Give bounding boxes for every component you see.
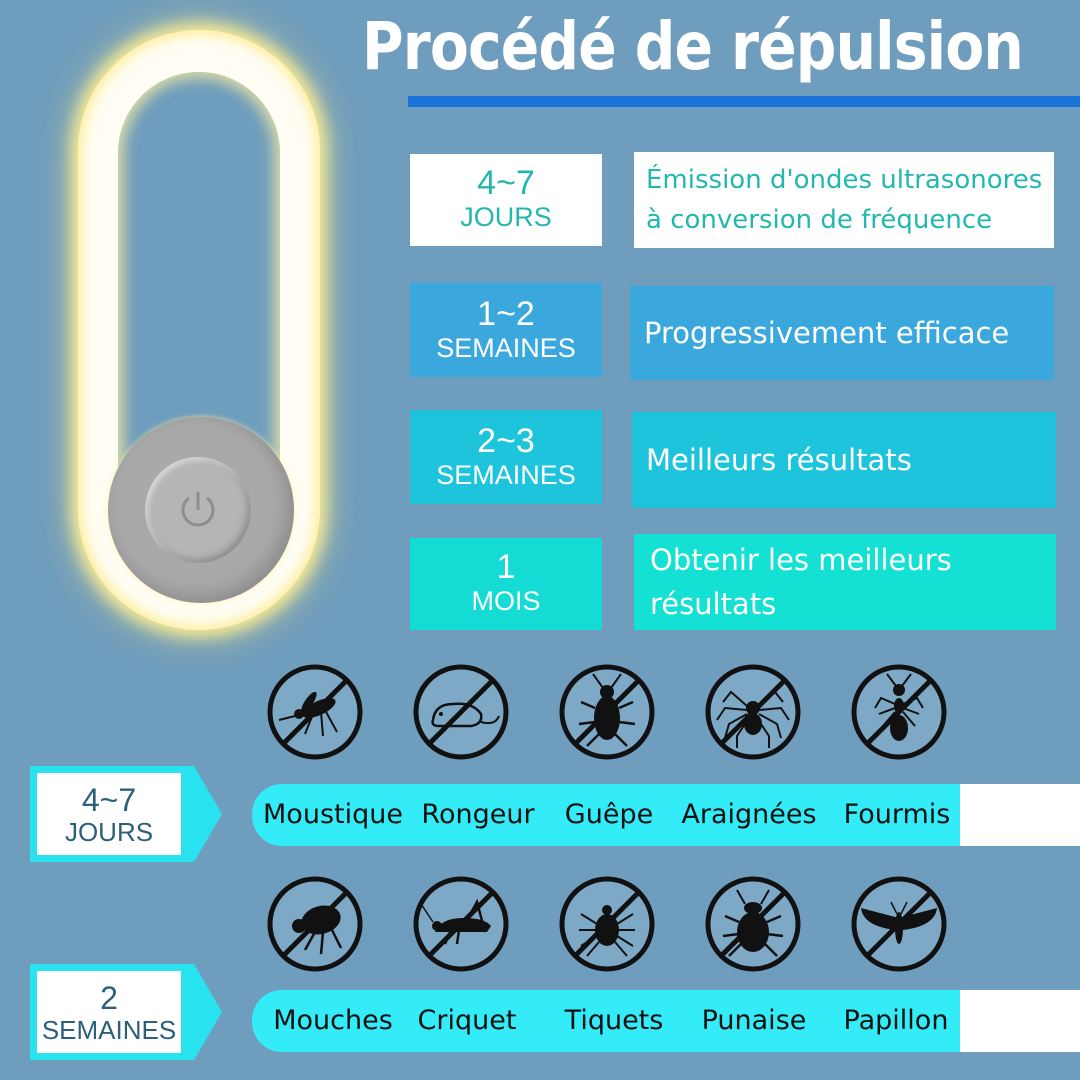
pest-label: Tiquets	[564, 1005, 664, 1036]
arrow-right-icon	[188, 964, 222, 1060]
pest-label: Araignées	[681, 799, 817, 830]
stage-duration-unit: MOIS	[471, 586, 541, 616]
power-icon	[181, 492, 215, 527]
pest-names-bar-1	[252, 784, 960, 846]
moth-icon	[849, 874, 949, 974]
stage-description-text: Progressivement efficace	[644, 316, 1010, 350]
cockroach-icon	[557, 662, 657, 762]
title-underline	[408, 96, 1080, 107]
stage-duration-3: 2~3 SEMAINES	[410, 410, 602, 504]
pest-label: Punaise	[701, 1005, 807, 1036]
stage-duration-number: 1~2	[477, 295, 535, 333]
pest-label: Guêpe	[564, 799, 654, 830]
pest-row-duration-unit: JOURS	[64, 817, 154, 847]
stage-description-3: Meilleurs résultats	[632, 412, 1056, 508]
pest-row-duration-2: 2 SEMAINES	[30, 964, 188, 1060]
stage-duration-4: 1 MOIS	[410, 538, 602, 630]
stage-duration-1: 4~7 JOURS	[410, 154, 602, 246]
pest-bar-end-1	[960, 784, 1080, 846]
stage-description-text: Meilleurs résultats	[646, 443, 912, 477]
pest-label: Criquet	[417, 1005, 517, 1036]
stage-description-4: Obtenir les meilleurs résultats	[634, 534, 1056, 630]
pest-row-duration-unit: SEMAINES	[41, 1015, 177, 1045]
pest-label: Papillon	[843, 1005, 949, 1036]
flea-icon	[265, 874, 365, 974]
stage-duration-2: 1~2 SEMAINES	[410, 283, 602, 377]
stage-description-text: Émission d'ondes ultrasonores à conversi…	[646, 165, 1043, 235]
mosquito-icon	[265, 662, 365, 762]
pest-label: Moustique	[263, 799, 403, 830]
pest-row-duration-number: 4~7	[81, 782, 137, 818]
bedbug-icon	[703, 874, 803, 974]
stage-duration-number: 4~7	[477, 164, 535, 202]
pest-row-duration-1: 4~7 JOURS	[30, 766, 188, 862]
stage-duration-unit: SEMAINES	[436, 460, 576, 490]
pest-row-duration-number: 2	[100, 980, 118, 1016]
page-title: Procédé de répulsion	[362, 8, 1024, 85]
stage-duration-number: 1	[496, 548, 516, 586]
tick-icon	[557, 874, 657, 974]
pest-bar-end-2	[960, 990, 1080, 1052]
stage-duration-number: 2~3	[477, 422, 535, 460]
spider-icon	[703, 662, 803, 762]
pest-label: Fourmis	[843, 799, 951, 830]
cricket-icon	[411, 874, 511, 974]
ant-icon	[849, 662, 949, 762]
pest-names-bar-2	[252, 990, 960, 1052]
arrow-right-icon	[188, 766, 222, 862]
pest-label: Mouches	[273, 1005, 393, 1036]
stage-description-1: Émission d'ondes ultrasonores à conversi…	[634, 152, 1054, 248]
stage-description-2: Progressivement efficace	[630, 286, 1054, 380]
pest-label: Rongeur	[421, 799, 535, 830]
stage-duration-unit: SEMAINES	[436, 333, 576, 363]
rodent-icon	[411, 662, 511, 762]
stage-description-text: Obtenir les meilleurs résultats	[650, 543, 952, 621]
stage-duration-unit: JOURS	[460, 202, 552, 232]
